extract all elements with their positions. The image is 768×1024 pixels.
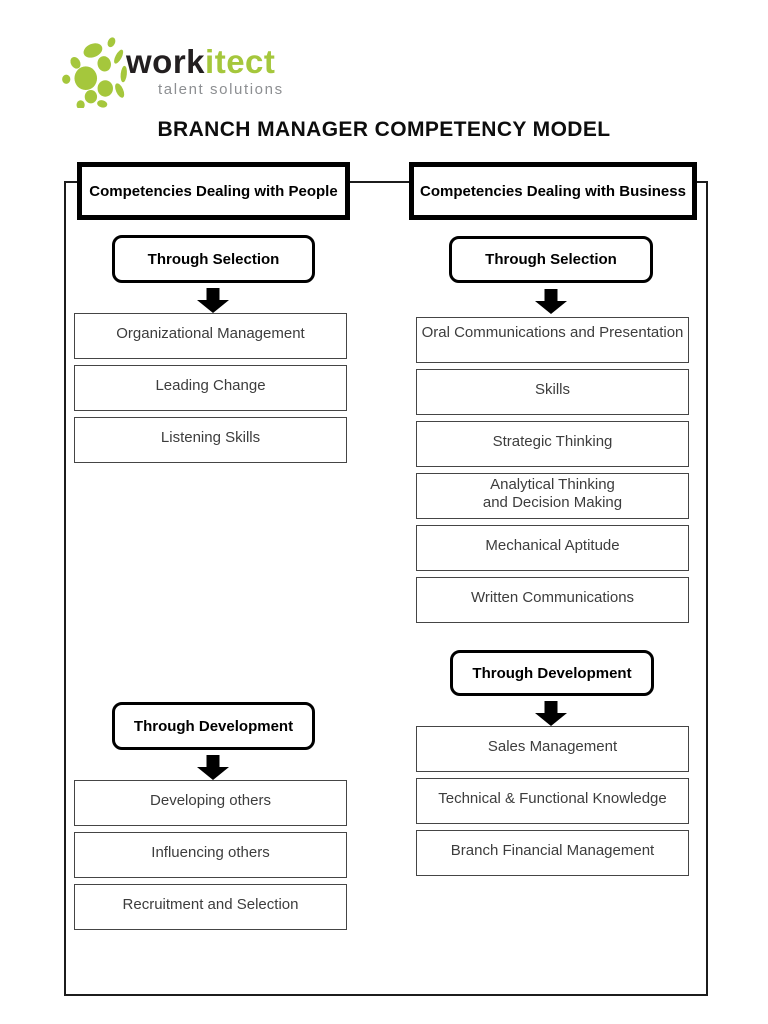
competency-box: Recruitment and Selection — [74, 884, 347, 930]
down-arrow-icon — [197, 755, 229, 780]
stage-pill-business-selection: Through Selection — [449, 236, 653, 283]
competency-box: Leading Change — [74, 365, 347, 411]
stage-pill-people-development: Through Development — [112, 702, 315, 750]
competency-box: Skills — [416, 369, 689, 415]
competency-box: Developing others — [74, 780, 347, 826]
competency-box: Oral Communications and Presentation — [416, 317, 689, 363]
people-selection-items: Organizational Management Leading Change… — [74, 313, 347, 463]
brand-tagline: talent solutions — [158, 81, 284, 98]
competency-box: Written Communications — [416, 577, 689, 623]
down-arrow-icon — [535, 701, 567, 726]
brand-wordmark: workitect — [126, 43, 276, 80]
competency-box: Analytical Thinking and Decision Making — [416, 473, 689, 519]
brand-word-work: work — [126, 43, 206, 80]
down-arrow-icon — [535, 289, 567, 314]
competency-box: Influencing others — [74, 832, 347, 878]
competency-box: Listening Skills — [74, 417, 347, 463]
people-development-items: Developing others Influencing others Rec… — [74, 780, 347, 930]
down-arrow-icon — [197, 288, 229, 313]
business-development-items: Sales Management Technical & Functional … — [416, 726, 689, 876]
competency-box: Mechanical Aptitude — [416, 525, 689, 571]
competency-box: Sales Management — [416, 726, 689, 772]
page-title: BRANCH MANAGER COMPETENCY MODEL — [157, 118, 611, 141]
competency-box: Technical & Functional Knowledge — [416, 778, 689, 824]
header-competencies-business: Competencies Dealing with Business — [409, 162, 697, 220]
competency-box: Branch Financial Management — [416, 830, 689, 876]
brand-word-itect: itect — [205, 43, 276, 80]
competency-box: Strategic Thinking — [416, 421, 689, 467]
header-competencies-people: Competencies Dealing with People — [77, 162, 350, 220]
competency-box: Organizational Management — [74, 313, 347, 359]
workitect-logo-mark-icon — [62, 37, 127, 108]
diagram-frame — [64, 181, 708, 996]
business-selection-items: Oral Communications and Presentation Ski… — [416, 317, 689, 623]
stage-pill-people-selection: Through Selection — [112, 235, 315, 283]
stage-pill-business-development: Through Development — [450, 650, 654, 696]
